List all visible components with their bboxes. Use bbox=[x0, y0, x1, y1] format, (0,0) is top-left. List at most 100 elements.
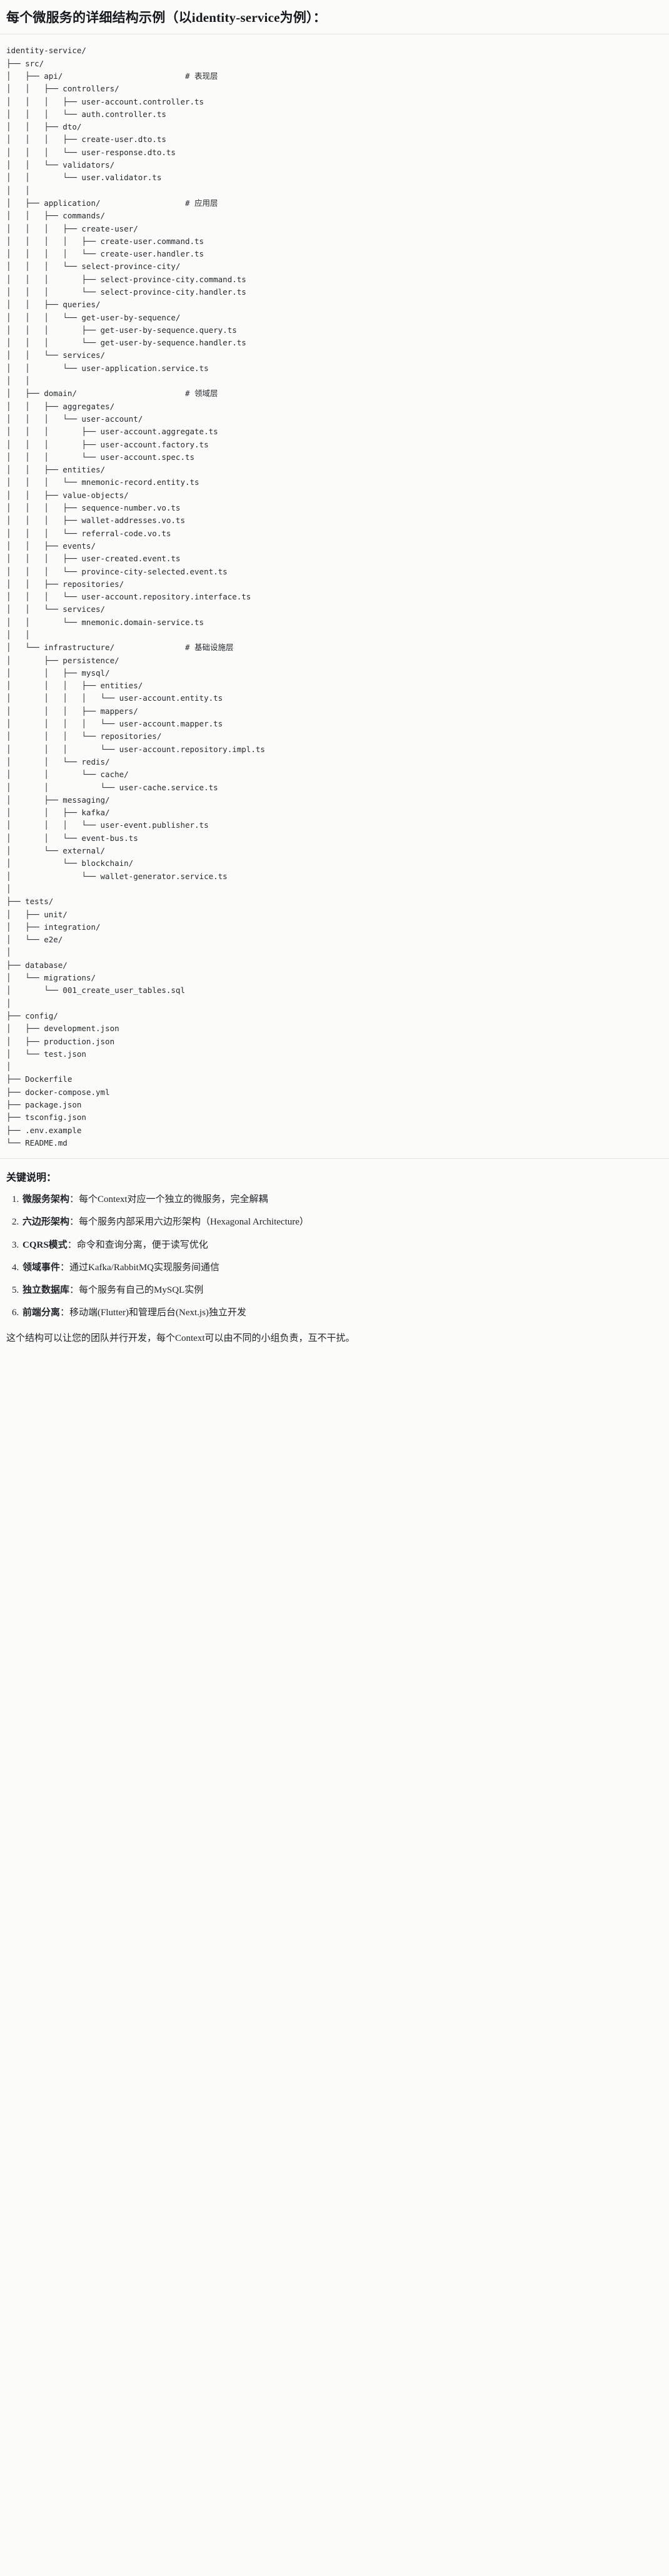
key-notes-title: 关键说明： bbox=[6, 1173, 57, 1184]
tree-line: │ │ │ └── referral-code.vo.ts bbox=[6, 528, 171, 538]
tree-line: └── README.md bbox=[6, 1138, 68, 1148]
tree-line: │ ├── messaging/ bbox=[6, 795, 110, 805]
tree-line: │ │ │ └── user-account.repository.impl.t… bbox=[6, 744, 265, 754]
tree-line: │ │ │ └── user-account.spec.ts bbox=[6, 452, 195, 462]
heading-section: 每个微服务的详细结构示例（以identity-service为例）： bbox=[0, 0, 669, 35]
tree-line: │ │ │ ├── user-account.aggregate.ts bbox=[6, 427, 218, 437]
tree-line: │ └── test.json bbox=[6, 1049, 86, 1059]
tree-line: │ │ └── services/ bbox=[6, 604, 106, 614]
key-note-description: 每个服务有自己的MySQL实例 bbox=[79, 1285, 204, 1296]
tree-line: ├── tsconfig.json bbox=[6, 1112, 86, 1123]
tree-line: │ └── external/ bbox=[6, 846, 106, 856]
tree-line: │ │ ├── repositories/ bbox=[6, 579, 124, 589]
tree-line: │ │ │ └── user-account.repository.interf… bbox=[6, 592, 251, 602]
tree-line: ├── .env.example bbox=[6, 1125, 82, 1135]
tree-line: │ └── e2e/ bbox=[6, 935, 63, 945]
tree-line: │ │ │ ├── wallet-addresses.vo.ts bbox=[6, 516, 185, 526]
tree-line: │ │ └── user-application.service.ts bbox=[6, 363, 209, 373]
tree-line: │ │ └── cache/ bbox=[6, 770, 129, 780]
tree-line: │ ├── integration/ bbox=[6, 922, 101, 932]
tree-line: identity-service/ bbox=[6, 46, 86, 56]
directory-tree: identity-service/ ├── src/ │ ├── api/ # … bbox=[6, 44, 663, 1149]
tree-line: │ │ │ │ └── user-account.mapper.ts bbox=[6, 719, 223, 729]
tree-line: │ └── 001_create_user_tables.sql bbox=[6, 985, 185, 995]
tree-line: │ │ └── user-cache.service.ts bbox=[6, 782, 218, 792]
page-title: 每个微服务的详细结构示例（以identity-service为例）： bbox=[6, 10, 326, 25]
tree-line: │ │ │ └── user-response.dto.ts bbox=[6, 147, 176, 157]
tree-line: ├── tests/ bbox=[6, 897, 54, 907]
tree-line: ├── package.json bbox=[6, 1099, 82, 1109]
tree-line: │ │ │ │ └── create-user.handler.ts bbox=[6, 249, 204, 259]
key-note-description: 命令和查询分离，便于读写优化 bbox=[76, 1240, 208, 1250]
tree-line: │ ├── api/ # 表现层 bbox=[6, 71, 218, 81]
tree-line: │ │ bbox=[6, 376, 30, 386]
tree-line: │ │ bbox=[6, 185, 30, 195]
tree-line: │ │ ├── entities/ bbox=[6, 465, 106, 475]
tree-line: │ │ bbox=[6, 630, 30, 639]
tree-line: │ │ └── mnemonic.domain-service.ts bbox=[6, 617, 204, 627]
tree-line: │ │ ├── value-objects/ bbox=[6, 490, 129, 500]
directory-tree-section: identity-service/ ├── src/ │ ├── api/ # … bbox=[0, 34, 669, 1159]
tree-line: ├── src/ bbox=[6, 58, 44, 68]
tree-line: ├── config/ bbox=[6, 1011, 58, 1021]
tree-line: │ └── infrastructure/ # 基础设施层 bbox=[6, 643, 234, 653]
tree-line: │ │ │ └── repositories/ bbox=[6, 731, 162, 741]
tree-line: │ │ │ ├── create-user/ bbox=[6, 223, 138, 233]
key-note-item: 独立数据库：每个服务有自己的MySQL实例 bbox=[21, 1283, 663, 1298]
tree-line: │ └── blockchain/ bbox=[6, 858, 134, 868]
key-note-description: 每个服务内部采用六边形架构（Hexagonal Architecture） bbox=[79, 1217, 309, 1228]
tree-line: │ │ └── event-bus.ts bbox=[6, 833, 138, 843]
key-note-separator: ： bbox=[60, 1262, 70, 1273]
key-note-separator: ： bbox=[69, 1194, 79, 1205]
key-note-term: 独立数据库 bbox=[23, 1285, 70, 1296]
tree-line: │ bbox=[6, 1062, 11, 1072]
tree-line: │ ├── development.json bbox=[6, 1024, 119, 1034]
tree-line: ├── docker-compose.yml bbox=[6, 1087, 110, 1097]
key-note-separator: ： bbox=[69, 1285, 79, 1296]
key-note-description: 通过Kafka/RabbitMQ实现服务间通信 bbox=[69, 1262, 220, 1273]
key-note-term: 六边形架构 bbox=[23, 1217, 70, 1228]
tree-line: │ │ └── validators/ bbox=[6, 160, 115, 170]
tree-line: │ │ │ ├── user-created.event.ts bbox=[6, 554, 181, 564]
key-note-term: CQRS模式 bbox=[23, 1240, 68, 1250]
tree-line: │ │ ├── queries/ bbox=[6, 300, 101, 310]
tree-line: │ bbox=[6, 998, 11, 1008]
tree-line: │ │ ├── aggregates/ bbox=[6, 401, 115, 411]
tree-line: │ └── migrations/ bbox=[6, 973, 96, 983]
tree-line: │ │ │ │ └── user-account.entity.ts bbox=[6, 693, 223, 703]
tree-line: ├── Dockerfile bbox=[6, 1074, 73, 1084]
tree-line: │ bbox=[6, 947, 11, 957]
tree-line: │ │ ├── events/ bbox=[6, 541, 96, 551]
tree-line: │ │ ├── controllers/ bbox=[6, 84, 119, 94]
tree-line: │ │ │ ├── user-account.factory.ts bbox=[6, 439, 209, 449]
tree-line: │ │ └── redis/ bbox=[6, 756, 110, 766]
key-notes-section: 关键说明： 微服务架构：每个Context对应一个独立的微服务，完全解耦六边形架… bbox=[0, 1159, 669, 1357]
tree-line: │ ├── domain/ # 领域层 bbox=[6, 389, 218, 399]
tree-line: │ │ │ └── auth.controller.ts bbox=[6, 109, 166, 119]
tree-line: │ ├── persistence/ bbox=[6, 655, 119, 665]
key-note-term: 微服务架构 bbox=[23, 1194, 70, 1205]
tree-line: │ │ │ └── get-user-by-sequence.handler.t… bbox=[6, 338, 246, 348]
key-note-description: 每个Context对应一个独立的微服务，完全解耦 bbox=[79, 1194, 268, 1205]
tree-line: │ bbox=[6, 883, 11, 893]
tree-line: │ │ │ ├── get-user-by-sequence.query.ts bbox=[6, 325, 237, 335]
key-note-description: 移动端(Flutter)和管理后台(Next.js)独立开发 bbox=[69, 1308, 246, 1318]
key-note-separator: ： bbox=[60, 1308, 70, 1318]
tree-line: │ ├── unit/ bbox=[6, 909, 68, 919]
tree-line: │ │ └── user.validator.ts bbox=[6, 173, 162, 183]
key-note-item: 领域事件：通过Kafka/RabbitMQ实现服务间通信 bbox=[21, 1261, 663, 1275]
closing-paragraph: 这个结构可以让您的团队并行开发，每个Context可以由不同的小组负责，互不干扰… bbox=[6, 1333, 355, 1343]
tree-line: │ │ │ ├── user-account.controller.ts bbox=[6, 96, 204, 106]
tree-line: │ │ │ └── user-account/ bbox=[6, 414, 143, 424]
tree-layer-comment: # 领域层 bbox=[184, 389, 218, 399]
key-note-separator: ： bbox=[67, 1240, 77, 1250]
tree-line: ├── database/ bbox=[6, 960, 68, 970]
tree-line: │ │ │ │ ├── create-user.command.ts bbox=[6, 236, 204, 246]
page-root: 每个微服务的详细结构示例（以identity-service为例）： ident… bbox=[0, 0, 669, 1357]
tree-line: │ │ │ └── select-province-city.handler.t… bbox=[6, 287, 246, 297]
tree-layer-comment: # 应用层 bbox=[184, 198, 218, 208]
tree-line: │ │ │ └── select-province-city/ bbox=[6, 262, 181, 272]
tree-line: │ ├── production.json bbox=[6, 1036, 115, 1046]
tree-line: │ │ ├── kafka/ bbox=[6, 808, 110, 818]
key-note-item: 微服务架构：每个Context对应一个独立的微服务，完全解耦 bbox=[21, 1193, 663, 1207]
